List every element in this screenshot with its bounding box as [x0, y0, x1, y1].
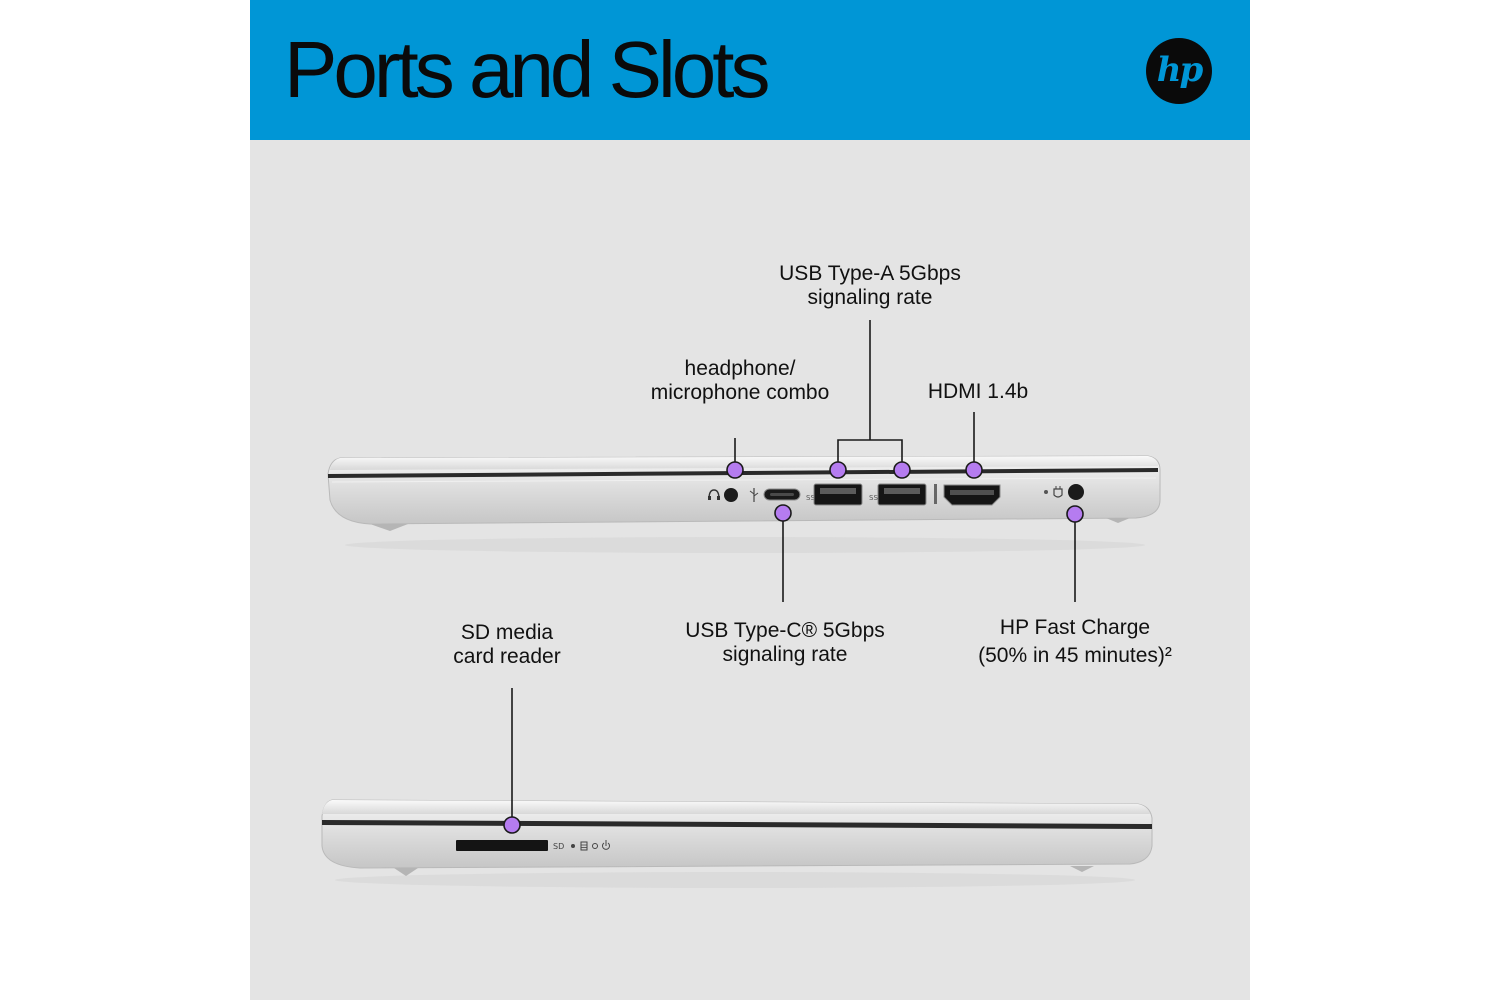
storage-icon: [580, 841, 588, 851]
label-sd: SD media card reader: [422, 621, 592, 669]
charge-indicator-light: [1044, 490, 1048, 494]
label-headphone-line1: headphone/: [684, 357, 796, 380]
usb-a-port-2: [877, 483, 927, 506]
label-fast-charge-line1: HP Fast Charge: [999, 616, 1151, 639]
callout-dot-usb-c: [774, 504, 792, 522]
status-light-ring: [592, 843, 598, 849]
page-title: Ports and Slots: [284, 25, 770, 114]
usb-a-port-1: [813, 483, 863, 506]
headphone-jack: [724, 488, 738, 502]
label-hdmi: HDMI 1.4b: [908, 380, 1048, 404]
hp-logo: hp: [1146, 38, 1212, 104]
laptop-right-side: SS SS: [327, 455, 1161, 553]
label-sd-line2: card reader: [453, 645, 561, 668]
status-light: [571, 844, 575, 848]
label-hdmi-line1: HDMI 1.4b: [927, 380, 1029, 403]
sd-slot-marking: SD: [553, 842, 564, 851]
callout-dot-sd: [503, 816, 521, 834]
callout-dot-fast-charge: [1066, 505, 1084, 523]
svg-text:SS: SS: [806, 494, 815, 502]
hp-logo-text: hp: [1156, 50, 1204, 90]
label-usb-c: USB Type-C® 5Gbps signaling rate: [670, 619, 900, 667]
hdmi-icon: [934, 484, 937, 504]
laptop-illustration: SS SS: [321, 320, 1161, 888]
label-fast-charge: HP Fast Charge (50% in 45 minutes)²: [960, 616, 1190, 668]
svg-text:SS: SS: [869, 494, 878, 502]
callout-dots: [503, 461, 1084, 834]
product-panel: Ports and Slots hp: [250, 0, 1250, 1000]
power-jack: [1068, 484, 1084, 500]
power-icon: [602, 840, 610, 850]
label-usb-c-line1: USB Type-C® 5Gbps: [685, 619, 885, 642]
usb-icon: [749, 488, 759, 502]
headphone-icon: [708, 489, 720, 500]
label-headphone: headphone/ microphone combo: [630, 357, 850, 405]
superspeed-usb-icon: SS: [869, 494, 878, 502]
laptop-left-side: SD: [321, 799, 1153, 888]
callout-dot-usb-a-1: [829, 461, 847, 479]
label-usb-a-line2: signaling rate: [807, 286, 933, 309]
callout-dot-hdmi: [965, 461, 983, 479]
callout-dot-usb-a-2: [893, 461, 911, 479]
label-headphone-line2: microphone combo: [650, 381, 830, 404]
leader-lines: [511, 320, 1076, 825]
label-usb-c-line2: signaling rate: [722, 643, 848, 666]
header-banner: Ports and Slots hp: [250, 0, 1250, 140]
label-usb-a-line1: USB Type-A 5Gbps: [779, 262, 961, 285]
superspeed-usb-icon: SS: [806, 494, 815, 502]
callout-dot-headphone: [726, 461, 744, 479]
label-fast-charge-line2: (50% in 45 minutes)²: [978, 644, 1172, 667]
label-sd-line1: SD media: [460, 621, 554, 644]
label-usb-a: USB Type-A 5Gbps signaling rate: [770, 262, 970, 310]
power-plug-icon: [1053, 486, 1063, 498]
sd-card-slot: [456, 840, 548, 851]
